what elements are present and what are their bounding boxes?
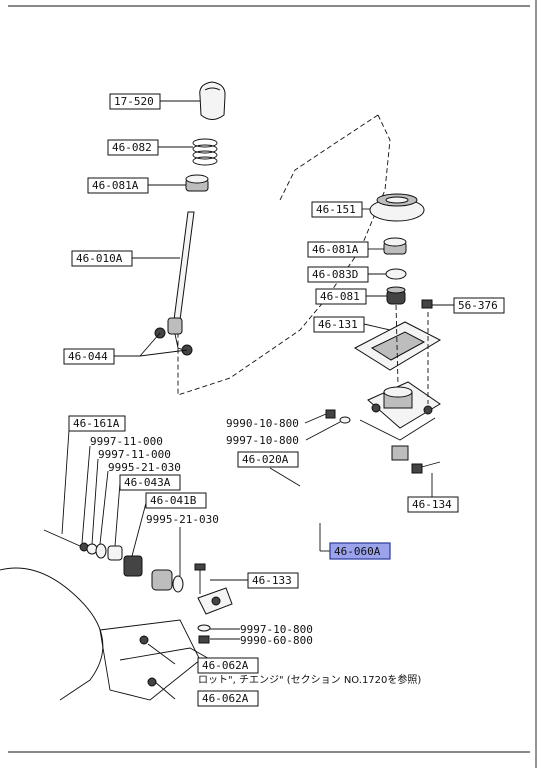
- bolt-stack-part: [43, 529, 184, 593]
- svg-text:46-151: 46-151: [316, 203, 356, 216]
- label-46-081A-right: 46-081A: [307, 241, 369, 258]
- rod-46-060A-part: [211, 445, 409, 602]
- svg-text:46-161A: 46-161A: [73, 417, 120, 430]
- pivot-62a-bottom: [147, 677, 157, 687]
- shift-lever-part: [167, 211, 195, 353]
- label-17-520: 17-520: [109, 93, 161, 110]
- housing-part: [359, 381, 441, 441]
- label-46-043A: 46-043A: [119, 474, 181, 491]
- label-46-083D: 46-083D: [307, 266, 369, 283]
- svg-text:46-010A: 46-010A: [76, 252, 123, 265]
- label-9990-60-800-bottom: 9990-60-800: [240, 634, 313, 647]
- leader-lines: [61, 100, 454, 700]
- nut-56-376-part: [421, 299, 433, 309]
- dashed-boundary: [177, 114, 391, 396]
- svg-text:46-082: 46-082: [112, 141, 152, 154]
- pivot-62a-top: [139, 635, 149, 645]
- label-46-081A-top: 46-081A: [87, 177, 149, 194]
- svg-text:46-134: 46-134: [412, 498, 452, 511]
- label-46-081: 46-081: [315, 288, 367, 305]
- label-46-041B: 46-041B: [145, 492, 207, 509]
- bushing-top-part: [185, 174, 209, 192]
- rod-46-020A-part: [169, 431, 361, 579]
- label-9995-21-030-a: 9995-21-030: [108, 461, 181, 474]
- spring-part: [192, 138, 218, 166]
- label-46-131: 46-131: [313, 316, 365, 333]
- floor-outline: [99, 619, 201, 701]
- note-rod-change: ロット", チエンジ" (セクション NO.1720を参照): [198, 673, 421, 686]
- label-46-062A-b: 46-062A: [197, 690, 259, 707]
- label-46-082: 46-082: [107, 139, 159, 156]
- label-9995-21-030-b: 9995-21-030: [146, 513, 219, 526]
- label-9997-11-000-a: 9997-11-000: [90, 435, 163, 448]
- nut-9990-10-800-top-part: [325, 409, 336, 419]
- svg-text:46-044: 46-044: [68, 350, 108, 363]
- svg-text:46-043A: 46-043A: [124, 476, 171, 489]
- svg-text:17-520: 17-520: [114, 95, 154, 108]
- label-9997-10-800-top: 9997-10-800: [226, 434, 299, 447]
- boot-part: [369, 193, 425, 222]
- svg-text:46-020A: 46-020A: [242, 453, 289, 466]
- label-9997-11-000-b: 9997-11-000: [98, 448, 171, 461]
- svg-text:46-131: 46-131: [318, 318, 358, 331]
- svg-text:46-081A: 46-081A: [92, 179, 139, 192]
- label-46-020A: 46-020A: [237, 451, 299, 468]
- bushing-46-081-part: [386, 286, 406, 305]
- svg-text:46-133: 46-133: [252, 574, 292, 587]
- svg-text:56-376: 56-376: [458, 299, 498, 312]
- rod-joint-part: [197, 587, 233, 615]
- body-outline: [0, 567, 104, 701]
- bolt-46-134-part: [411, 461, 441, 474]
- label-9990-10-800-top: 9990-10-800: [226, 417, 299, 430]
- shift-knob-part: [199, 81, 226, 120]
- guide-dashed-center: [395, 304, 399, 385]
- svg-text:46-041B: 46-041B: [150, 494, 197, 507]
- label-9997-10-800-bottom: 9997-10-800: [240, 623, 313, 636]
- label-46-062A-a: 46-062A: [197, 657, 259, 674]
- ring-part: [385, 268, 407, 280]
- svg-text:46-060A: 46-060A: [334, 545, 381, 558]
- nut-9990-60-800-bottom-part: [198, 635, 210, 644]
- label-56-376: 56-376: [453, 297, 505, 314]
- label-46-151: 46-151: [311, 201, 363, 218]
- washer-9997-10-800-bottom-part: [197, 624, 211, 632]
- label-46-133: 46-133: [247, 572, 299, 589]
- svg-text:46-062A: 46-062A: [202, 659, 249, 672]
- bolt-46-133-part: [194, 563, 206, 594]
- plate-part: [353, 321, 442, 371]
- svg-text:46-081: 46-081: [320, 290, 360, 303]
- label-46-060A: 46-060A: [329, 542, 391, 560]
- label-46-161A: 46-161A: [68, 415, 126, 432]
- label-46-010A: 46-010A: [71, 250, 133, 267]
- label-46-044: 46-044: [63, 348, 115, 365]
- svg-text:46-083D: 46-083D: [312, 268, 358, 281]
- bushing-right-part: [383, 237, 407, 255]
- svg-text:46-062A: 46-062A: [202, 692, 249, 705]
- svg-text:46-081A: 46-081A: [312, 243, 359, 256]
- washer-9997-10-800-top-part: [339, 416, 351, 424]
- label-46-134: 46-134: [407, 496, 459, 513]
